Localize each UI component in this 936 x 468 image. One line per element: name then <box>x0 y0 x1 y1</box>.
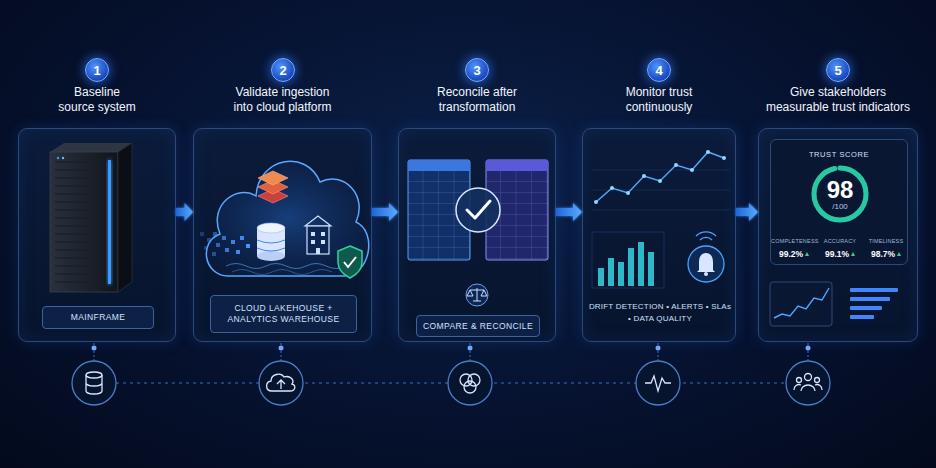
timeline-icon <box>86 372 102 378</box>
metric-name: COMPLETENESS <box>771 238 817 244</box>
timeline-track <box>656 346 661 351</box>
timeline-track <box>72 361 116 405</box>
system-label-box: CLOUD LAKEHOUSE + ANALYTICS WAREHOUSE <box>210 295 357 333</box>
timeline-icon <box>464 381 476 393</box>
step-panel: Give stakeholders measurable trust indic… <box>758 128 918 342</box>
timeline-icon <box>460 374 472 386</box>
metric-name: TIMELINESS <box>863 238 909 244</box>
box-text: MAINFRAME <box>71 312 126 323</box>
flow-arrow <box>556 203 582 221</box>
step-number: 1 <box>85 58 109 82</box>
flow-arrow <box>736 203 758 221</box>
step-panel: Validate ingestion into cloud platformCL… <box>193 128 372 342</box>
score-value: 98 <box>827 178 854 202</box>
timeline-icon <box>468 374 480 386</box>
timeline-icon <box>797 378 802 383</box>
system-label-box: COMPARE & RECONCILE <box>416 315 540 337</box>
step-number: 3 <box>465 58 489 82</box>
timeline-track <box>806 346 811 351</box>
monitor-caption: DRIFT DETECTION • ALERTS • SLAs • DATA Q… <box>587 301 733 325</box>
metric-value: 98.7% <box>863 249 909 259</box>
timeline-icon <box>815 385 822 390</box>
step-panel: Monitor trust continuouslyDRIFT DETECTIO… <box>582 128 736 342</box>
timeline-icon <box>805 374 812 381</box>
timeline-track <box>72 361 830 405</box>
score-ring: 98/100 <box>810 164 870 224</box>
timeline-icon <box>277 380 285 389</box>
step-panel: Reconcile after transformationCOMPARE & … <box>398 128 556 342</box>
timeline-track <box>92 346 811 351</box>
step-number-text: 1 <box>93 64 100 77</box>
timeline-track <box>94 343 808 361</box>
timeline-track <box>116 382 786 383</box>
timeline-track <box>259 361 303 405</box>
step-title: Monitor trust continuously <box>609 85 709 115</box>
step-number-text: 3 <box>473 64 480 77</box>
timeline-icon <box>267 374 295 391</box>
timeline-track <box>448 361 492 405</box>
timeline-track <box>92 346 97 351</box>
step-number-text: 2 <box>279 64 286 77</box>
step-number: 4 <box>647 58 671 82</box>
system-label-box: MAINFRAME <box>42 306 154 329</box>
metric-value: 99.1% <box>817 249 863 259</box>
timeline-track <box>636 361 680 405</box>
timeline-icon <box>801 385 815 391</box>
timeline-icon <box>645 376 671 391</box>
step-number-text: 4 <box>655 64 662 77</box>
score-scale: /100 <box>832 202 848 211</box>
step-title: Validate ingestion into cloud platform <box>228 85 338 115</box>
score-card: TRUST SCORE 98/100COMPLETENESSACCURACYTIM… <box>770 139 908 265</box>
step-number-text: 5 <box>834 64 841 77</box>
timeline-track <box>468 346 473 351</box>
timeline-icon <box>794 385 801 390</box>
timeline-icon <box>815 378 820 383</box>
score-ring-track <box>814 168 866 220</box>
step-panel: Baseline source systemMAINFRAME <box>18 128 176 342</box>
step-title: Give stakeholders measurable trust indic… <box>762 85 914 115</box>
metric-name: ACCURACY <box>817 238 863 244</box>
timeline-track <box>279 346 284 351</box>
step-title: Baseline source system <box>57 85 137 115</box>
flow-arrow <box>372 203 398 221</box>
timeline-track <box>72 343 830 405</box>
score-ring-arc <box>814 168 866 220</box>
step-number: 2 <box>271 58 295 82</box>
box-text: TRUST SCORE <box>771 150 907 159</box>
step-number: 5 <box>826 58 850 82</box>
box-text: CLOUD LAKEHOUSE + ANALYTICS WAREHOUSE <box>215 303 352 325</box>
flow-arrow <box>176 203 193 221</box>
timeline-track <box>786 361 830 405</box>
timeline-icon <box>86 375 102 394</box>
step-title: Reconcile after transformation <box>417 85 537 115</box>
timeline-icon <box>86 372 822 394</box>
metric-value: 99.2% <box>771 249 817 259</box>
box-text: COMPARE & RECONCILE <box>423 321 533 332</box>
